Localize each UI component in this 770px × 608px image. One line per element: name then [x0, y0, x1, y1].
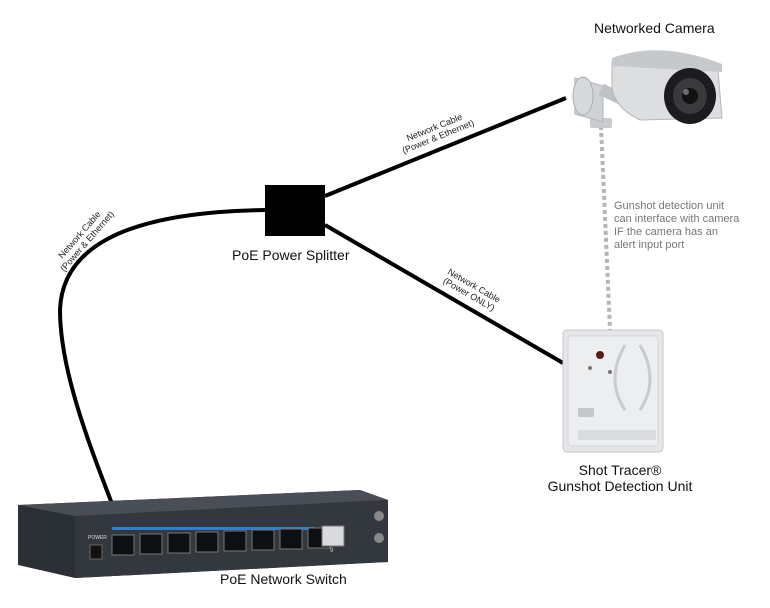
poe-network-switch	[18, 490, 388, 578]
camera-icon	[572, 50, 723, 128]
gunshot-detector-device	[562, 329, 664, 453]
cable-switch-to-splitter	[57, 208, 266, 534]
switch-uplink-port-number: 9	[330, 548, 334, 554]
switch-power-label: POWER	[88, 535, 107, 541]
cable-splitter-to-camera	[324, 96, 567, 198]
interface-note-line: alert input port	[614, 239, 685, 251]
detector-label-line1: Shot Tracer®	[578, 462, 662, 478]
poe-splitter-box	[265, 185, 325, 236]
interface-note: Gunshot detection unit can interface wit…	[614, 200, 739, 252]
interface-note-line: IF the camera has an	[614, 226, 718, 238]
splitter-label: PoE Power Splitter	[232, 247, 350, 263]
dotted-interface-link	[599, 125, 612, 331]
cable-splitter-to-detector	[323, 223, 565, 365]
interface-note-line: can interface with camera	[614, 213, 740, 225]
switch-label: PoE Network Switch	[220, 571, 347, 587]
detector-label-line2: Gunshot Detection Unit	[547, 478, 693, 494]
interface-note-line: Gunshot detection unit	[614, 200, 725, 212]
detector-label: Shot Tracer® Gunshot Detection Unit	[540, 462, 700, 494]
camera-label: Networked Camera	[594, 20, 715, 36]
switch-ports	[111, 525, 345, 556]
